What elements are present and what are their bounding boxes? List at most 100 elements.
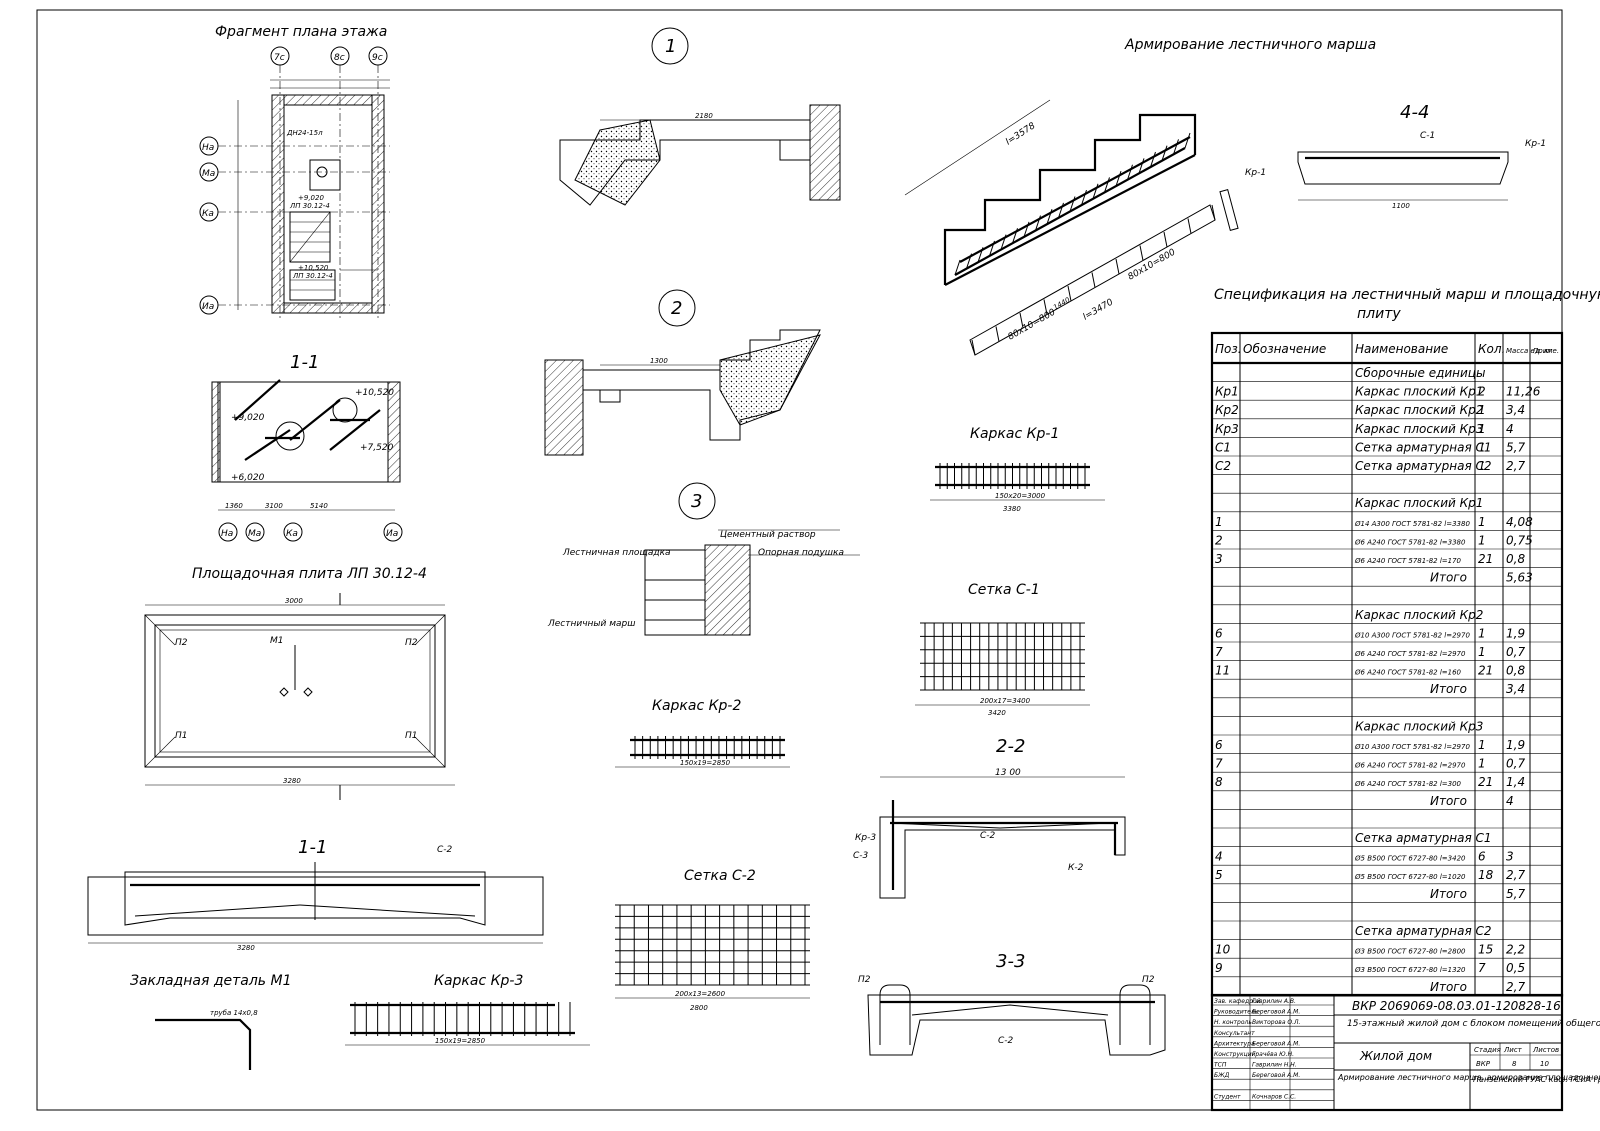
spec-cell: 2 <box>1215 533 1223 547</box>
flight-bar <box>1046 209 1053 225</box>
axis-label: Ка <box>202 209 214 219</box>
mesh-bar <box>1163 231 1168 248</box>
spec-cell: Итого <box>1430 794 1467 808</box>
plan-mark: ЛП 30.12-4 <box>292 272 333 280</box>
spec-cell: 3,4 <box>1506 682 1525 696</box>
spec-cell: Итого <box>1430 571 1467 585</box>
flight-bar <box>1104 177 1110 193</box>
dimension: 200х17=3400 <box>980 697 1031 705</box>
flight-bar <box>1012 228 1018 244</box>
flight-bar <box>1081 189 1087 206</box>
flight-bar <box>1000 234 1007 250</box>
axis-label: 9с <box>372 53 383 63</box>
section-1-1-top: 1-1 +10,520 +9,020 +7,520 +6,020 5140 31… <box>211 352 403 542</box>
flight-bar <box>1035 215 1041 231</box>
document-code: ВКР 2069069-08.03.01-120828-16 <box>1352 999 1561 1013</box>
spec-cell: Ø3 В500 ГОСТ 6727-80 l=1320 <box>1354 966 1466 974</box>
spec-title: плиту <box>1357 306 1401 322</box>
flight-reinforcement: Армирование лестничного марша l=3578 80х… <box>904 37 1376 356</box>
spec-cell: Итого <box>1430 682 1467 696</box>
dimension: 1360 <box>225 502 243 510</box>
dimension: 1100 <box>1392 202 1410 210</box>
role-title: Конструкции <box>1214 1051 1256 1058</box>
dimension: 1440 <box>1052 296 1072 312</box>
mesh-title: Сетка С-1 <box>968 582 1040 598</box>
role-title: Руководитель <box>1214 1009 1259 1016</box>
dimension: 13 00 <box>995 768 1021 778</box>
spec-cell: Сетка арматурная С2 <box>1355 924 1492 938</box>
role-person: Викторова О.Л. <box>1252 1019 1301 1026</box>
spec-cell: 1 <box>1478 626 1486 640</box>
frame-kr2: Каркас Кр-2 150х19=2850 <box>615 698 790 768</box>
dimension: 1300 <box>650 357 668 365</box>
elevation: +7,520 <box>360 443 394 453</box>
frame-kr1: Каркас Кр-1 150х20=3000 3380 <box>930 426 1105 513</box>
flight-bar <box>977 247 984 263</box>
spec-cell: Итого <box>1430 887 1467 901</box>
node-number: 3 <box>691 491 702 512</box>
mesh-label: С-3 <box>853 851 869 861</box>
specification: Спецификация на лестничный марш и площад… <box>1210 287 1600 997</box>
spec-cell: 1 <box>1478 645 1486 659</box>
dimension: 150х19=2850 <box>435 1037 486 1045</box>
flight-bar <box>1092 183 1099 199</box>
spec-cell: 5,63 <box>1506 571 1533 585</box>
sheet-label: Лист <box>1503 1046 1523 1054</box>
flight-bar <box>966 253 972 269</box>
flight-bar <box>954 259 961 276</box>
spec-cell: 11,26 <box>1506 385 1541 399</box>
section-title: 1-1 <box>290 352 319 373</box>
dimension: 3380 <box>1003 505 1021 513</box>
reinforcement-title: Армирование лестничного марша <box>1124 37 1376 53</box>
role-person: Грачёва Ю.Н. <box>1252 1051 1294 1058</box>
spec-cell: 21 <box>1478 775 1493 789</box>
loop-label: П2 <box>1142 975 1155 985</box>
frame-bars <box>634 736 781 759</box>
axis-label: На <box>221 529 233 539</box>
section-1-1-bottom: 1-1 С-2 3280 <box>87 837 544 952</box>
flight-bar <box>1069 196 1076 212</box>
node3-note: Опорная подушка <box>758 548 844 558</box>
building-name: Жилой дом <box>1359 1049 1432 1063</box>
spec-cell: Ø6 А240 ГОСТ 5781-82 l=2970 <box>1354 762 1466 770</box>
section-2-2: 2-2 13 00 С-2 Кр-3 С-3 К-2 <box>853 736 1126 899</box>
spec-cell: 3 <box>1215 552 1223 566</box>
mesh-label: С-2 <box>998 1036 1014 1046</box>
mesh-title: Сетка С-2 <box>684 868 756 884</box>
spec-cell: 0,75 <box>1506 533 1533 547</box>
spec-cell: 21 <box>1478 552 1493 566</box>
spec-cell: 4 <box>1215 850 1223 864</box>
mesh-dim: 80х10=800 <box>1007 307 1058 342</box>
frame-title: Каркас Кр-2 <box>652 698 741 714</box>
flight-bar <box>1023 221 1030 238</box>
spec-cell: Кр3 <box>1215 422 1239 436</box>
stage-label: Стадия <box>1474 1046 1501 1054</box>
loop-label: П2 <box>858 975 871 985</box>
flight-mesh <box>971 204 1216 356</box>
node3-note: Лестничная площадка <box>562 548 671 558</box>
spec-header: Обозначение <box>1243 342 1326 356</box>
mesh-c1: Сетка С-1 200х17=3400 3420 <box>915 582 1090 717</box>
role-person: Гаврилин А.В. <box>1252 998 1296 1005</box>
spec-cell: 2,7 <box>1506 980 1525 994</box>
mesh-bar <box>1019 312 1024 329</box>
mesh-label: С-1 <box>1420 131 1435 141</box>
section-title: 4-4 <box>1400 102 1429 123</box>
axis-label: 8с <box>334 53 345 63</box>
section-title: 2-2 <box>996 736 1025 757</box>
length-label: l=3470 <box>1082 297 1116 322</box>
mesh-bar <box>1043 299 1048 315</box>
flight-bar <box>1115 170 1122 187</box>
frame-bars <box>939 463 1086 489</box>
loop-label: П1 <box>405 731 418 741</box>
section-4-4: 4-4 С-1 Кр-1 1100 <box>1297 102 1546 210</box>
node-3: 3 Цементный раствор Опорная подушка Лест… <box>547 482 860 636</box>
spec-cell: 1,4 <box>1506 775 1525 789</box>
mesh-bar <box>971 339 976 356</box>
spec-cell: 1 <box>1478 403 1486 417</box>
role-person: Береговой А.М. <box>1252 1072 1300 1079</box>
spec-cell: 0,5 <box>1506 961 1525 975</box>
dimension: 150х20=3000 <box>995 492 1046 500</box>
dimension: 2800 <box>690 1004 708 1012</box>
sheets-label: Листов <box>1532 1046 1559 1054</box>
